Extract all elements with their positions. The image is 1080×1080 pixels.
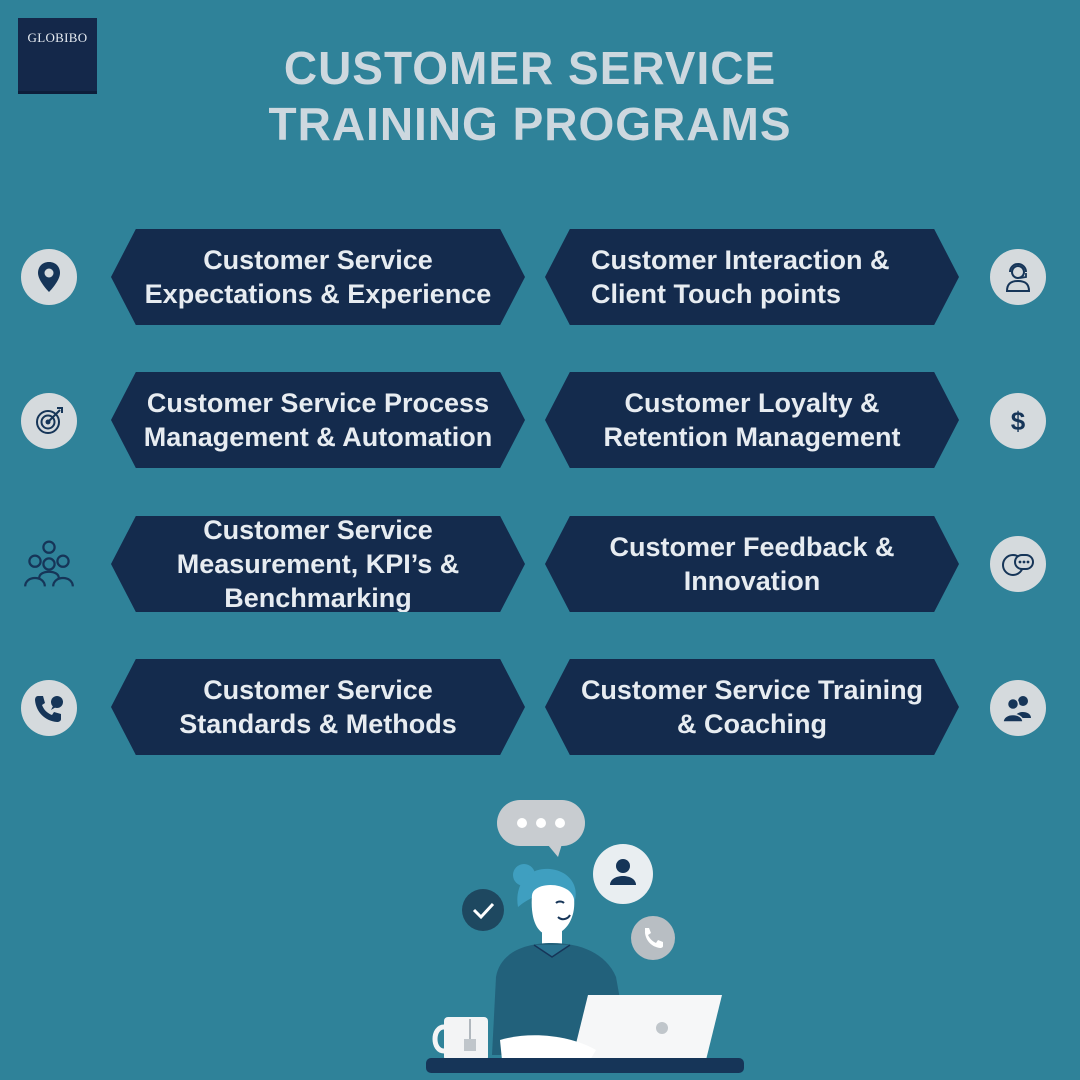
agent-illustration bbox=[426, 800, 744, 1073]
program-label: Customer Service Process Management & Au… bbox=[143, 388, 493, 452]
page-title: CUSTOMER SERVICE TRAINING PROGRAMS bbox=[180, 40, 880, 152]
brand-logo: GLOBIBO bbox=[18, 18, 97, 94]
program-card-standards: Customer Service Standards & Methods bbox=[111, 659, 525, 755]
program-label: Customer Feedback & Innovation bbox=[609, 532, 895, 596]
program-card-loyalty: Customer Loyalty & Retention Management bbox=[545, 372, 959, 468]
program-label: Customer Service Measurement, KPI’s & Be… bbox=[176, 515, 460, 613]
phone-chat-icon bbox=[21, 680, 77, 736]
program-card-process: Customer Service Process Management & Au… bbox=[111, 372, 525, 468]
title-line-2: TRAINING PROGRAMS bbox=[268, 98, 792, 150]
program-label: Customer Interaction & Client Touch poin… bbox=[591, 245, 890, 309]
location-pin-icon bbox=[21, 249, 77, 305]
dollar-icon: $ bbox=[990, 393, 1046, 449]
users-icon bbox=[990, 680, 1046, 736]
team-network-icon bbox=[21, 536, 77, 592]
chat-bubbles-icon bbox=[990, 536, 1046, 592]
program-card-measurement: Customer Service Measurement, KPI’s & Be… bbox=[111, 516, 525, 612]
program-card-feedback: Customer Feedback & Innovation bbox=[545, 516, 959, 612]
program-label: Customer Service Expectations & Experien… bbox=[144, 245, 492, 309]
program-card-expectations: Customer Service Expectations & Experien… bbox=[111, 229, 525, 325]
program-label: Customer Service Standards & Methods bbox=[179, 675, 457, 739]
svg-text:$: $ bbox=[1011, 406, 1026, 436]
program-label: Customer Service Training & Coaching bbox=[580, 675, 924, 739]
title-line-1: CUSTOMER SERVICE bbox=[283, 42, 777, 94]
program-card-interaction: Customer Interaction & Client Touch poin… bbox=[545, 229, 959, 325]
program-card-training: Customer Service Training & Coaching bbox=[545, 659, 959, 755]
program-label: Customer Loyalty & Retention Management bbox=[603, 388, 901, 452]
headset-agent-icon bbox=[990, 249, 1046, 305]
target-icon bbox=[21, 393, 77, 449]
